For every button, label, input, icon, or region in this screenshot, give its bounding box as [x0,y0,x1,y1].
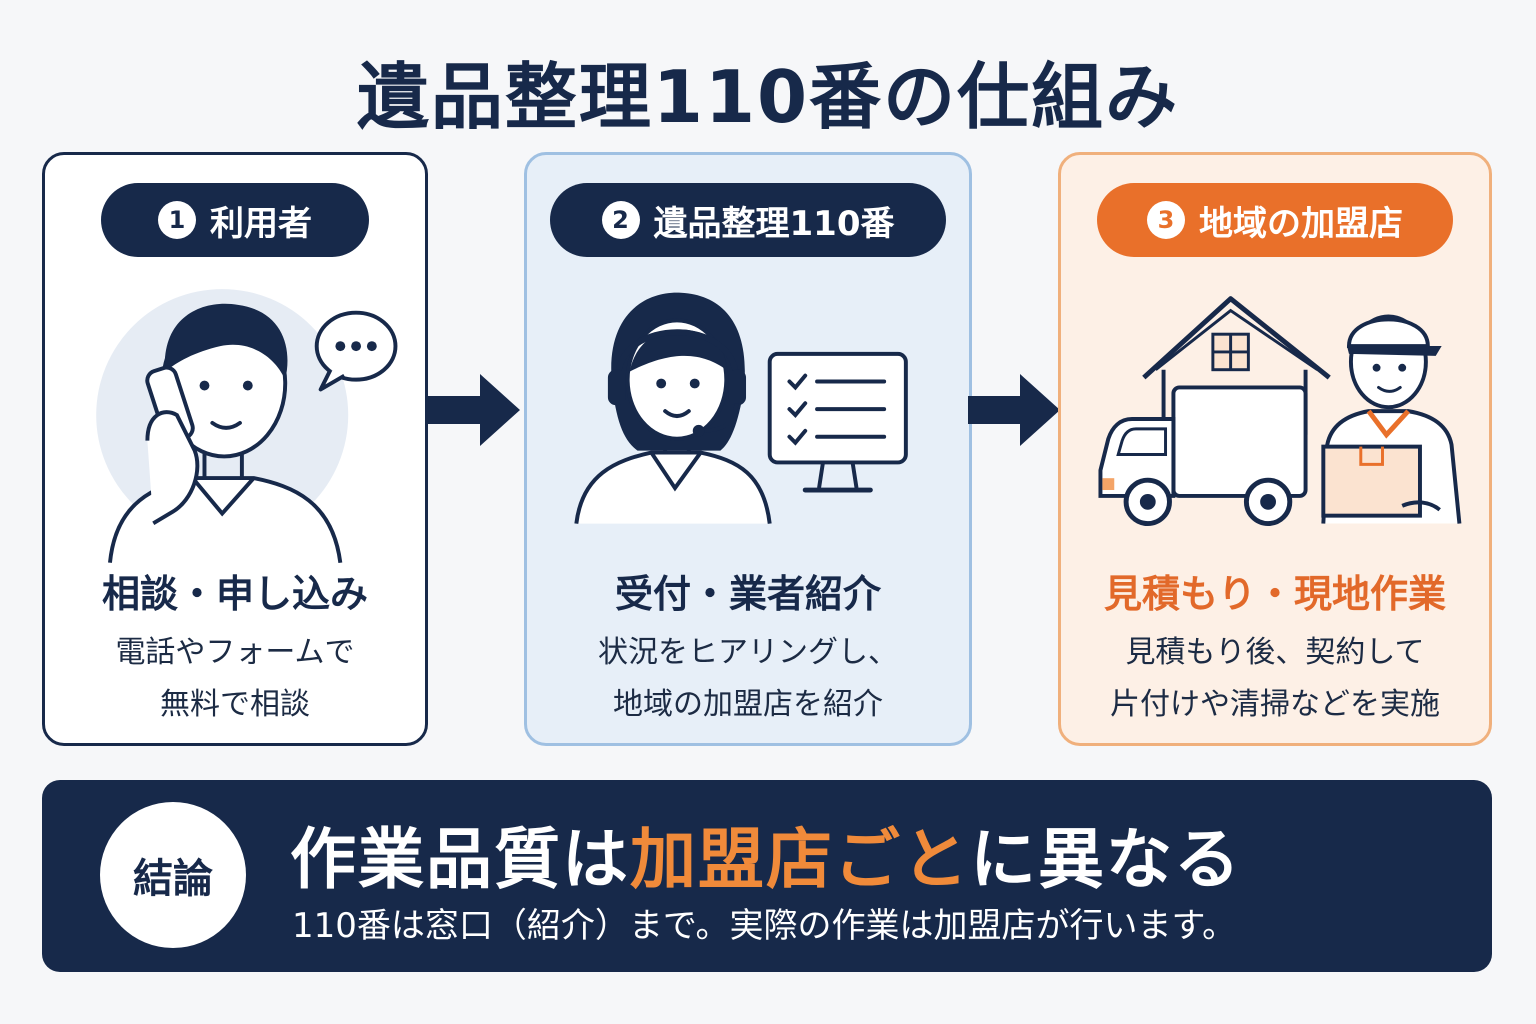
step-label-pill: 1 利用者 [101,183,369,257]
step-number: 1 [158,201,196,239]
arrow-right-icon [428,374,520,446]
operator-headset-icon [574,292,908,524]
step-description: 状況をヒアリングし、 地域の加盟店を紹介 [598,635,898,722]
step-number: 3 [1147,201,1185,239]
delivery-scene-icon [1098,296,1462,527]
conclusion-accent: 加盟店ごと [630,821,970,898]
arrow-right-icon [968,374,1060,446]
conclusion-banner: 結論 作業品質は加盟店ごとに異なる 110番は窓口（紹介）まで。実際の作業は加盟… [42,780,1492,972]
truck-icon [1098,385,1308,527]
step-number: 2 [601,201,640,239]
step-heading: 相談・申し込み [101,572,368,616]
step-label: 遺品整理110番 [653,203,895,244]
step-label-pill: 3 地域の加盟店 [1097,183,1453,257]
step-card-franchise: 3 地域の加盟店 [1058,152,1492,746]
person-on-phone-icon [96,289,398,563]
step-description: 見積もり後、契約して 片付けや清掃などを実施 [1110,635,1440,722]
step-card-service: 2 遺品整理110番 受付・業者紹 [524,152,972,746]
step-label-pill: 2 遺品整理110番 [550,183,946,257]
checklist-monitor-icon [767,351,908,493]
step-description: 電話やフォームで 無料で相談 [115,635,355,722]
step-label: 利用者 [210,203,312,244]
step-heading: 見積もり・現地作業 [1103,572,1446,616]
step-heading: 受付・業者紹介 [614,572,881,616]
delivery-worker-icon [1321,314,1462,524]
house-icon [1142,296,1331,435]
step-label: 地域の加盟店 [1199,203,1403,244]
page-title: 遺品整理110番の仕組み [356,55,1180,139]
conclusion-headline: 作業品質は加盟店ごとに異なる [290,821,1242,898]
conclusion-badge: 結論 [100,802,246,948]
speech-bubble-icon [314,310,398,392]
step-card-user: 1 利用者 相談・申し込み 電話やフォームで 無料で相談 [42,152,428,746]
conclusion-note: 110番は窓口（紹介）まで。実際の作業は加盟店が行います。 [292,906,1237,946]
